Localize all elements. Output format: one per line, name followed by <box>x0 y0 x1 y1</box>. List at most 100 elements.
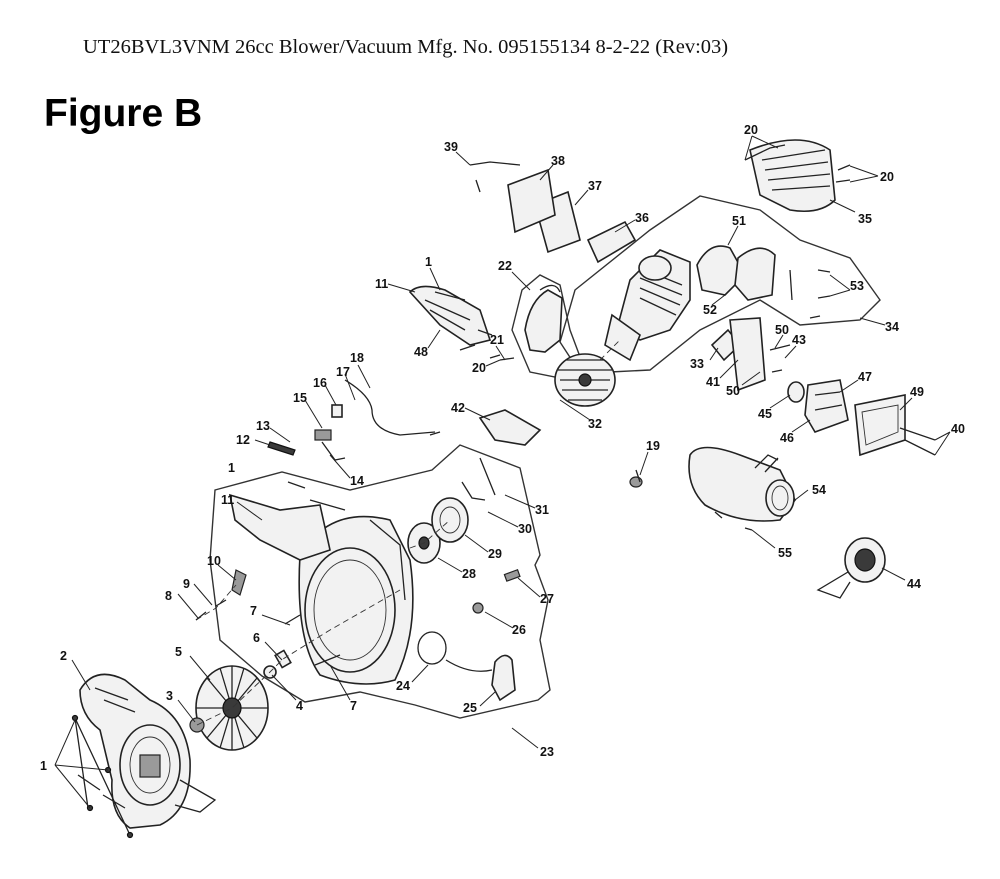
callout-36: 36 <box>635 211 649 225</box>
leader-lines <box>54 135 951 809</box>
callout-33: 33 <box>690 357 704 371</box>
callout-1b: 1 <box>228 461 235 475</box>
rope-line <box>445 659 493 672</box>
callout-44: 44 <box>907 577 921 591</box>
callout-25: 25 <box>463 701 477 715</box>
callout-37: 37 <box>588 179 602 193</box>
callout-30: 30 <box>518 522 532 536</box>
pawl-part <box>461 481 486 501</box>
callout-53: 53 <box>850 279 864 293</box>
callout-28: 28 <box>462 567 476 581</box>
throttle-rod-part <box>344 379 436 436</box>
callout-22: 22 <box>498 259 512 273</box>
starter-handle-part <box>491 654 516 702</box>
starter-screw-part <box>479 457 496 496</box>
grommet-part <box>503 569 521 582</box>
air-filter-cover-part <box>507 168 556 234</box>
callout-20c: 20 <box>880 170 894 184</box>
callout-11b: 11 <box>375 277 388 291</box>
main-housing-part <box>228 493 414 685</box>
callout-1a: 1 <box>40 759 47 773</box>
ignition-boundary <box>511 274 586 379</box>
air-box-part <box>854 394 906 457</box>
callout-45: 45 <box>758 407 772 421</box>
engine-block-part <box>604 249 691 362</box>
callout-9: 9 <box>183 577 190 591</box>
callout-6: 6 <box>253 631 260 645</box>
callout-54: 54 <box>812 483 826 497</box>
callout-43: 43 <box>792 333 806 347</box>
callout-42: 42 <box>451 401 465 415</box>
callout-35: 35 <box>858 212 872 226</box>
assembly-axis-1 <box>196 589 401 726</box>
flywheel-part <box>554 353 616 407</box>
gasket-part <box>696 245 746 296</box>
callout-14: 14 <box>350 474 364 488</box>
callout-20a: 20 <box>472 361 486 375</box>
callout-17: 17 <box>336 365 350 379</box>
callout-31: 31 <box>535 503 549 517</box>
callout-48: 48 <box>414 345 428 359</box>
callout-24: 24 <box>396 679 410 693</box>
lever-part <box>231 569 247 596</box>
stop-part <box>331 404 343 418</box>
carburetor-part <box>804 379 849 433</box>
callout-23: 23 <box>540 745 554 759</box>
assembly-axis-2 <box>409 519 451 549</box>
callout-50a: 50 <box>775 323 789 337</box>
switch-lever-part <box>321 441 346 461</box>
callout-18: 18 <box>350 351 364 365</box>
callout-27: 27 <box>540 592 554 606</box>
muffler-gasket-part <box>734 247 776 301</box>
bushing-part <box>472 602 484 614</box>
callout-29: 29 <box>488 547 502 561</box>
document-header: UT26BVL3VNM 26cc Blower/Vacuum Mfg. No. … <box>83 36 729 58</box>
figure-title: Figure B <box>44 92 203 135</box>
callout-34: 34 <box>885 320 899 334</box>
callout-16: 16 <box>313 376 327 390</box>
callout-10: 10 <box>207 554 221 568</box>
muffler-cover-part <box>749 139 836 213</box>
callout-32: 32 <box>588 417 602 431</box>
callout-15: 15 <box>293 391 307 405</box>
callout-11a: 11 <box>221 493 234 507</box>
callout-20b: 20 <box>744 123 758 137</box>
fuel-tank-cover-part <box>478 409 542 446</box>
callout-7b: 7 <box>350 699 357 713</box>
insulator-part <box>729 317 766 392</box>
heat-shield-part <box>586 220 637 264</box>
housing-assembly-boundary <box>209 444 551 719</box>
callout-12: 12 <box>236 433 250 447</box>
callout-41: 41 <box>706 375 720 389</box>
callout-13: 13 <box>256 419 270 433</box>
callout-8: 8 <box>165 589 172 603</box>
callout-19: 19 <box>646 439 660 453</box>
callout-49: 49 <box>910 385 924 399</box>
bag-adapter-part <box>816 537 886 599</box>
callout-39: 39 <box>444 140 458 154</box>
callout-52: 52 <box>703 303 717 317</box>
callout-51: 51 <box>732 214 746 228</box>
callout-40: 40 <box>951 422 965 436</box>
assembly-axis-4 <box>599 339 621 361</box>
callout-38: 38 <box>551 154 565 168</box>
callout-1c: 1 <box>425 255 432 269</box>
recoil-spring-part <box>431 497 469 543</box>
fan-impeller-part <box>195 665 269 751</box>
callout-46: 46 <box>780 431 794 445</box>
callout-2: 2 <box>60 649 67 663</box>
callout-7a: 7 <box>250 604 257 618</box>
callout-21: 21 <box>490 333 504 347</box>
engine-assembly-boundary <box>559 195 881 373</box>
callout-4: 4 <box>296 699 303 713</box>
carb-gasket-part <box>787 381 805 403</box>
callout-26: 26 <box>512 623 526 637</box>
callout-labels: 1 1 1 2 3 4 5 6 7 7 8 9 10 11 11 12 13 1… <box>40 123 965 773</box>
vacuum-tube-part <box>688 446 796 522</box>
assembly-axis-3 <box>195 584 237 621</box>
blower-tube-part <box>79 673 217 829</box>
callout-47: 47 <box>858 370 872 384</box>
callout-55: 55 <box>778 546 792 560</box>
starter-rope-part <box>417 631 447 665</box>
